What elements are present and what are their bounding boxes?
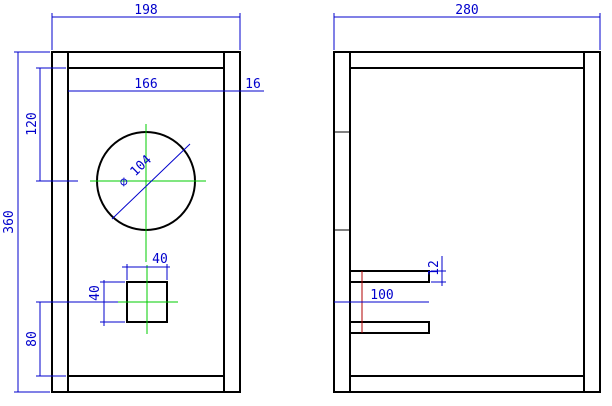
side-view bbox=[333, 51, 601, 393]
port-depth-label: 100 bbox=[370, 288, 393, 303]
centerlines bbox=[90, 124, 206, 334]
port-height-label: 40 bbox=[88, 285, 103, 301]
overall-height-label: 360 bbox=[2, 210, 17, 233]
side-bottom-panel bbox=[349, 375, 585, 393]
front-dimension-lines bbox=[14, 13, 264, 393]
port-tube-upper-wall bbox=[350, 270, 430, 283]
front-bottom-panel bbox=[67, 375, 225, 393]
port-tube-lower-wall bbox=[350, 321, 430, 334]
overall-depth-label: 280 bbox=[455, 3, 478, 18]
hole-diameter-label: ⌀ 104 bbox=[116, 152, 155, 190]
side-top-panel bbox=[349, 51, 585, 69]
side-dimension-lines bbox=[333, 13, 601, 303]
front-top-panel bbox=[67, 51, 225, 69]
port-wall-label: 12 bbox=[427, 260, 442, 276]
panel-thickness-label: 16 bbox=[245, 77, 261, 92]
side-outer-box bbox=[333, 51, 601, 393]
port-center-height-label: 80 bbox=[25, 331, 40, 347]
inner-width-label: 166 bbox=[134, 77, 157, 92]
hole-center-height-label: 120 bbox=[25, 112, 40, 135]
overall-width-label: 198 bbox=[134, 3, 157, 18]
port-width-label: 40 bbox=[152, 252, 168, 267]
